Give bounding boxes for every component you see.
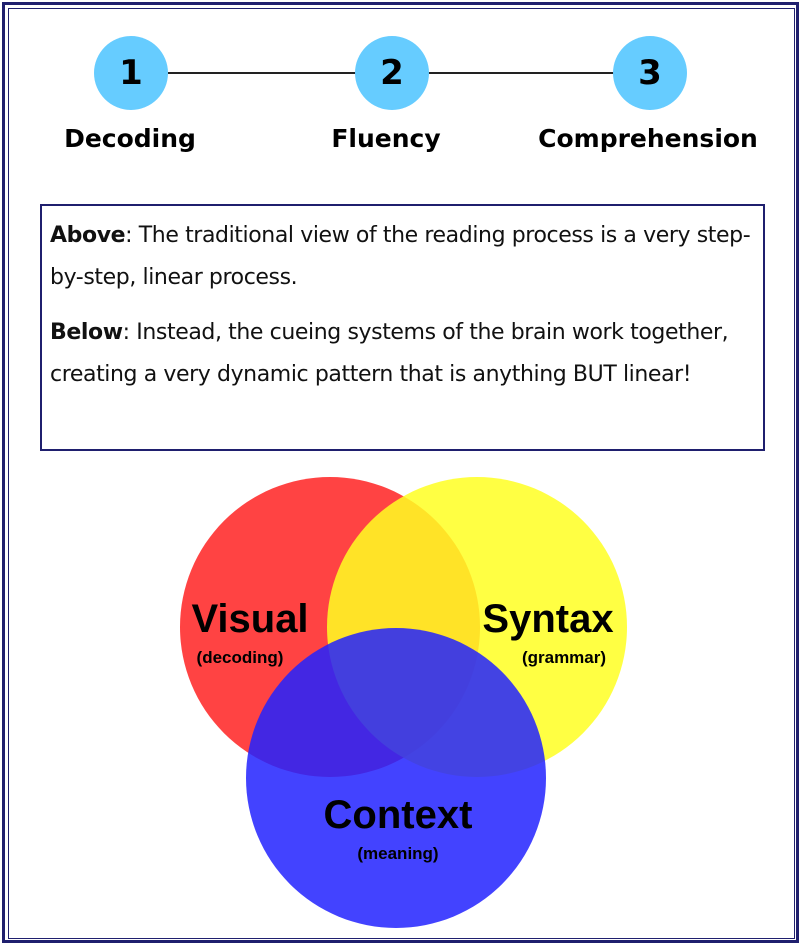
above-label: Above [50,223,126,248]
venn-subtitle-visual: (decoding) [197,648,284,667]
below-label: Below [50,320,123,345]
step-number-3: 3 [638,53,662,93]
venn-title-context: Context [324,793,473,837]
explanation-box: Above: The traditional view of the readi… [40,204,765,451]
step-connector-1-2 [168,72,356,74]
venn-subtitle-syntax: (grammar) [522,648,606,667]
step-label-decoding: Decoding [64,124,196,153]
explanation-above: Above: The traditional view of the readi… [50,215,753,299]
inner-frame [8,8,795,939]
explanation-below: Below: Instead, the cueing systems of th… [50,312,753,396]
above-text: : The traditional view of the reading pr… [50,223,751,290]
below-text: : Instead, the cueing systems of the bra… [50,320,729,387]
step-circle-2: 2 [355,36,429,110]
venn-title-syntax: Syntax [482,597,613,641]
venn-circle-context [246,628,546,928]
step-number-2: 2 [380,53,404,93]
venn-title-visual: Visual [191,597,308,641]
step-label-fluency: Fluency [331,124,441,153]
step-number-1: 1 [119,53,143,93]
step-circle-3: 3 [613,36,687,110]
step-circle-1: 1 [94,36,168,110]
venn-subtitle-context: (meaning) [357,844,438,863]
step-connector-2-3 [428,72,614,74]
step-label-comprehension: Comprehension [538,124,758,153]
